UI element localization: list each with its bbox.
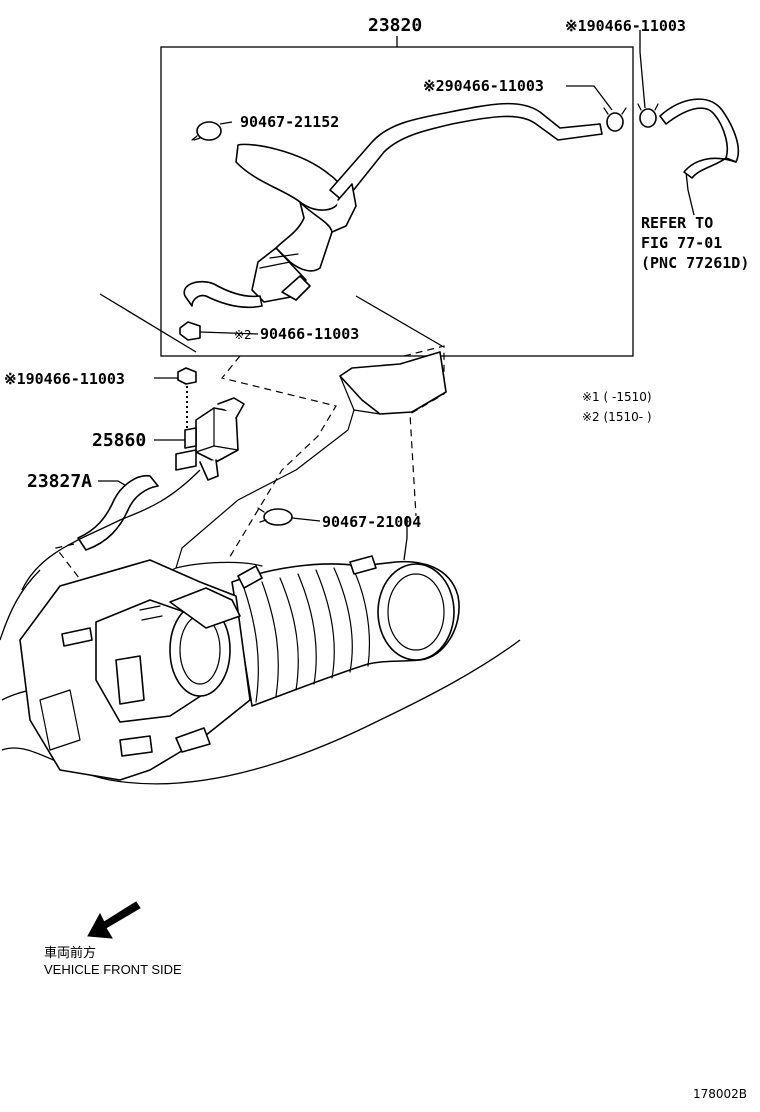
- label-clamp-lower-mark: ※2: [234, 328, 252, 342]
- leader-lines: [98, 30, 695, 561]
- label-clamp-left[interactable]: ※190466-11003: [4, 370, 125, 388]
- front-arrow-icon: [87, 901, 141, 939]
- air-cleaner-connector-icon: [163, 351, 447, 575]
- assembly-box: [160, 46, 634, 357]
- external-hose-icon: [659, 98, 740, 179]
- front-side-jp: 車両前方: [44, 945, 96, 960]
- refer-line-3[interactable]: (PNC 77261D): [641, 254, 749, 272]
- label-clamp-top-right[interactable]: ※190466-11003: [565, 17, 686, 35]
- label-23820[interactable]: 23820: [368, 15, 422, 36]
- label-23827A[interactable]: 23827A: [27, 471, 92, 492]
- figure-id: 178002B: [693, 1087, 747, 1101]
- hose-assembly-icon: [183, 102, 603, 309]
- label-clip-lower[interactable]: 90467-21004: [322, 513, 421, 531]
- clamp-lower-icon: [179, 321, 201, 341]
- hose-23827a-icon: [77, 475, 159, 551]
- front-side-en: VEHICLE FRONT SIDE: [44, 962, 182, 977]
- label-25860[interactable]: 25860: [92, 430, 146, 451]
- refer-line-1[interactable]: REFER TO: [641, 214, 713, 232]
- clamp-left-icon: [177, 367, 197, 385]
- refer-line-2[interactable]: FIG 77-01: [641, 234, 722, 252]
- clip-icon: [191, 121, 222, 141]
- engine-icon: [19, 559, 251, 781]
- label-clamp-upper[interactable]: ※290466-11003: [423, 77, 544, 95]
- clamp-top-right-icon: [637, 103, 659, 128]
- vsv-valve-icon: [175, 397, 245, 481]
- label-clip-upper[interactable]: 90467-21152: [240, 113, 339, 131]
- intake-hose-icon: [231, 555, 460, 707]
- note-2: ※2 (1510- ): [582, 410, 652, 424]
- label-clamp-lower[interactable]: 90466-11003: [260, 325, 359, 343]
- clip-lower-icon: [257, 507, 293, 526]
- note-1: ※1 ( -1510): [582, 390, 652, 404]
- clamp-upper-icon: [603, 107, 627, 132]
